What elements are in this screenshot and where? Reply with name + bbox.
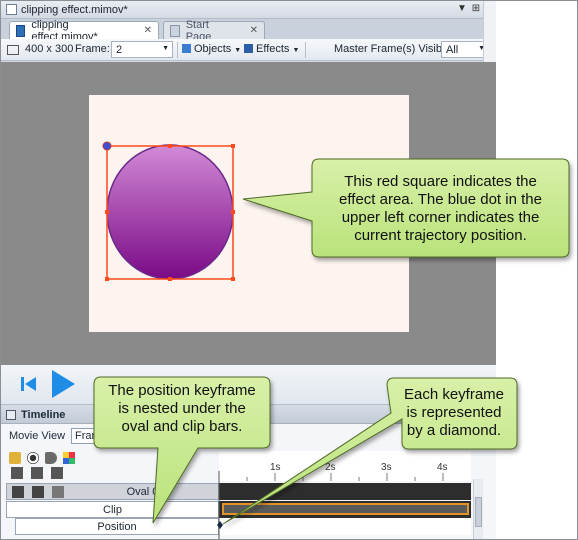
document-title: clipping effect.mimov* <box>21 3 128 16</box>
dropdown-icon[interactable]: ▼ <box>457 3 467 14</box>
objects-icon <box>182 44 191 53</box>
movie-view-label: Movie View <box>9 430 66 442</box>
lock-icon[interactable] <box>9 452 21 464</box>
tab-close-icon[interactable]: ✕ <box>249 25 258 36</box>
frame-select[interactable]: 2 ▼ <box>111 41 173 58</box>
callout-line: current trajectory position. <box>354 227 527 244</box>
master-frames-label: Master Frame(s) Visible <box>334 43 451 55</box>
editor-toolbar: 400 x 300 Frame: 2 ▼ Objects▼ Effects▼ M… <box>1 39 496 61</box>
ruler-label: 1s <box>270 462 281 473</box>
callout-effect-area-text: This red square indicates the effect are… <box>317 173 564 245</box>
resize-icon[interactable] <box>7 45 19 55</box>
tab-strip: clipping effect.mimov* ✕ Start Page ✕ <box>1 19 496 43</box>
chevron-down-icon: ▼ <box>162 45 169 52</box>
tab-clipping-effect[interactable]: clipping effect.mimov* ✕ <box>9 19 159 43</box>
movie-size[interactable]: 400 x 300 <box>25 43 74 55</box>
track-label: Oval 0 <box>126 485 159 498</box>
objects-label: Objects <box>194 43 232 55</box>
lock-toggle[interactable] <box>12 486 24 498</box>
clip-bar[interactable] <box>222 503 469 515</box>
callout-line: upper left corner indicates the <box>341 209 540 226</box>
ruler-label: 4s <box>437 462 448 473</box>
clip-bar-track[interactable] <box>219 501 471 518</box>
movie-file-icon <box>16 24 26 37</box>
visibility-toggle[interactable] <box>31 467 43 479</box>
callout-line: is nested under the <box>118 400 246 417</box>
track-clip[interactable]: Clip <box>6 501 219 518</box>
chevron-down-icon: ▼ <box>478 45 485 52</box>
toolbar-overflow[interactable] <box>483 1 496 62</box>
objects-button[interactable]: Objects▼ <box>182 43 241 55</box>
track-position[interactable]: Position <box>15 518 219 535</box>
timeline-title: Timeline <box>21 408 66 421</box>
oval-bar[interactable] <box>219 483 471 500</box>
effects-button[interactable]: Effects▼ <box>244 43 299 55</box>
timeline-scrollbar[interactable] <box>473 479 483 539</box>
ruler-label: 2s <box>325 462 336 473</box>
track-oval[interactable]: Oval 0 <box>6 483 219 500</box>
pin-icon[interactable]: ⊞ <box>471 3 481 14</box>
ruler-label: 3s <box>381 462 392 473</box>
toolbar-divider <box>177 42 178 58</box>
timeline-icon <box>6 409 16 420</box>
callout-line: Each keyframe <box>403 386 505 403</box>
callout-nested-text: The position keyframe is nested under th… <box>96 382 268 436</box>
color-swatch[interactable] <box>52 486 64 498</box>
callout-line: by a diamond. <box>406 422 502 439</box>
timeline-ruler[interactable]: 1s 2s 3s 4s <box>219 451 471 481</box>
frame-value: 2 <box>116 44 123 56</box>
callout-line: oval and clip bars. <box>121 418 243 435</box>
visibility-toggle[interactable] <box>32 486 44 498</box>
callout-diamond-text: Each keyframe is represented by a diamon… <box>393 386 515 440</box>
callout-line: effect area. The blue dot in the <box>339 191 542 208</box>
scrollbar-thumb[interactable] <box>475 497 482 527</box>
tab-close-icon[interactable]: ✕ <box>143 25 152 36</box>
callout-line: The position keyframe <box>108 382 256 399</box>
audio-toggle[interactable] <box>51 467 63 479</box>
chevron-down-icon: ▼ <box>292 47 300 54</box>
position-keyframe-track[interactable] <box>219 518 471 535</box>
toolbar-divider <box>305 42 306 58</box>
page-icon <box>170 24 180 37</box>
track-label: Clip <box>103 503 122 516</box>
eye-icon[interactable] <box>27 452 39 464</box>
color-icon[interactable] <box>63 452 75 464</box>
frame-label: Frame: <box>75 43 110 55</box>
effects-label: Effects <box>256 43 290 55</box>
right-pane <box>496 1 577 539</box>
track-label: Position <box>97 520 137 533</box>
document-icon <box>6 4 17 15</box>
speaker-icon[interactable] <box>45 452 57 464</box>
master-frames-value: All <box>446 44 459 56</box>
callout-line: is represented <box>406 404 502 421</box>
document-titlebar: clipping effect.mimov* ▼ ⊞ ✕ <box>1 1 496 19</box>
tab-start-page[interactable]: Start Page ✕ <box>163 19 265 43</box>
timeline-tools <box>9 451 75 465</box>
master-frames-select[interactable]: All ▼ <box>441 41 489 58</box>
chevron-down-icon: ▼ <box>234 47 242 54</box>
callout-line: This red square indicates the <box>344 173 537 190</box>
lock-toggle[interactable] <box>11 467 23 479</box>
effects-icon <box>244 44 253 53</box>
